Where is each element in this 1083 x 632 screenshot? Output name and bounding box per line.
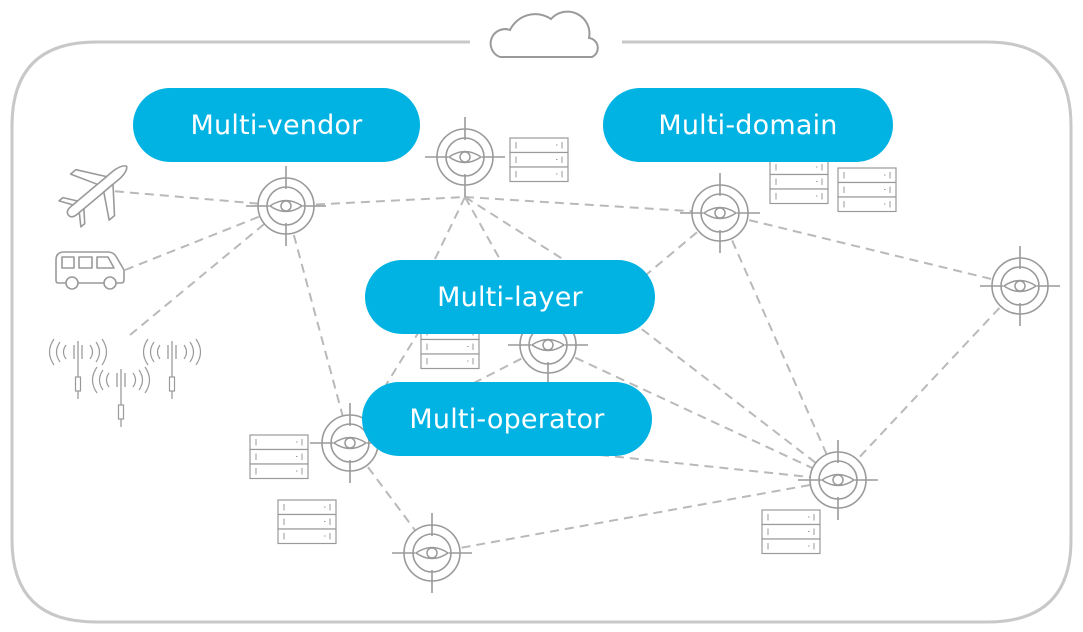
multi-vendor-label: Multi-vendor [133, 88, 420, 162]
server-rack-icon [761, 509, 821, 555]
node-icon [797, 439, 879, 521]
multi-operator-label: Multi-operator [362, 382, 652, 456]
node-icon [679, 172, 761, 254]
cloud-icon [489, 10, 599, 58]
server-rack-icon [769, 159, 829, 205]
multi-layer-label: Multi-layer [365, 260, 655, 334]
node-icon [424, 116, 506, 198]
van-icon [55, 251, 125, 290]
node-icon [979, 245, 1061, 327]
node-icon [391, 512, 473, 594]
network-links [99, 189, 1021, 554]
frame-border [10, 40, 1073, 624]
multi-domain-label: Multi-domain [603, 88, 893, 162]
cell-tower-antenna-icon [142, 338, 202, 400]
server-rack-icon [509, 137, 569, 183]
server-rack-icon [249, 434, 309, 480]
airplane-icon [58, 165, 128, 228]
cell-tower-antenna-icon [91, 366, 151, 428]
node-icon [245, 165, 327, 247]
server-rack-icon [837, 167, 897, 213]
cell-tower-antenna-icon [48, 338, 108, 400]
server-rack-icon [277, 499, 337, 545]
